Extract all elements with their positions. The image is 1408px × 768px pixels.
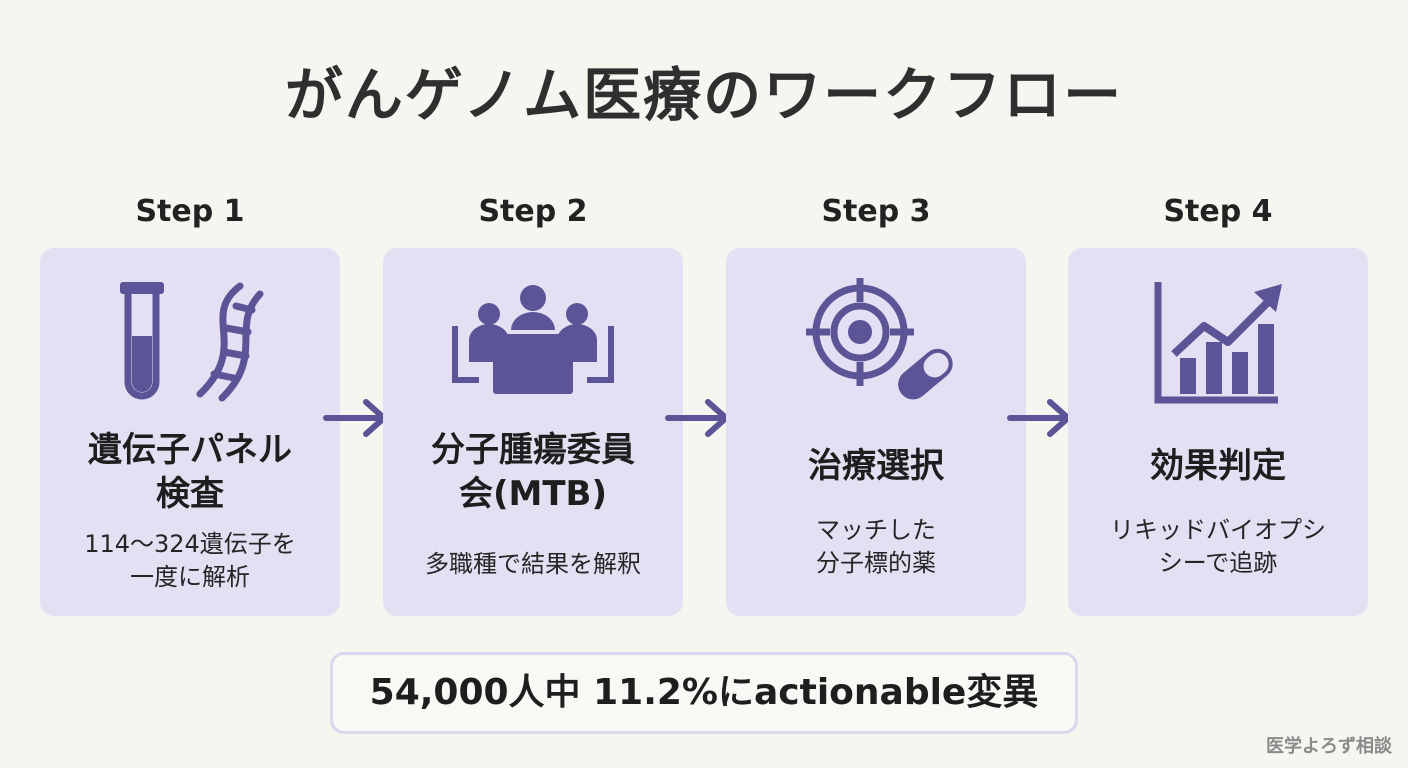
growth-chart-icon xyxy=(1154,282,1282,404)
step-1-card: 遺伝子パネル 検査 114〜324遺伝子を 一度に解析 xyxy=(40,248,340,616)
summary-banner: 54,000人中 11.2%にactionable変異 xyxy=(330,652,1078,734)
step-3-description: マッチした 分子標的薬 xyxy=(816,516,936,577)
step-1-label: Step 1 xyxy=(135,194,245,229)
step-2-description: 多職種で結果を解釈 xyxy=(425,550,641,578)
step-3-heading: 治療選択 xyxy=(808,446,944,486)
step-2-icons xyxy=(433,276,633,406)
arrow-right-icon xyxy=(322,396,392,440)
step-4-heading: 効果判定 xyxy=(1150,446,1286,486)
step-1-description: 114〜324遺伝子を 一度に解析 xyxy=(84,530,296,591)
step-2-heading: 分子腫瘍委員 会(MTB) xyxy=(431,430,635,514)
arrow-right-icon xyxy=(664,396,734,440)
page-title: がんゲノム医療のワークフロー xyxy=(284,61,1124,129)
team-meeting-icon xyxy=(452,285,614,394)
step-1-icons xyxy=(90,276,290,406)
step-3-label: Step 3 xyxy=(821,194,931,229)
brand-watermark: 医学よろず相談 xyxy=(1266,736,1392,757)
dna-icon xyxy=(196,282,264,402)
step-2-label: Step 2 xyxy=(478,194,588,229)
test-tube-icon xyxy=(120,282,164,400)
capsule-icon xyxy=(898,348,953,400)
step-1-heading: 遺伝子パネル 検査 xyxy=(88,430,292,514)
step-4-label: Step 4 xyxy=(1163,194,1273,229)
step-3-card: 治療選択 マッチした 分子標的薬 xyxy=(726,248,1026,616)
step-3-icons xyxy=(776,276,976,406)
step-4-card: 効果判定 リキッドバイオプシ シーで追跡 xyxy=(1068,248,1368,616)
step-2-card: 分子腫瘍委員 会(MTB) 多職種で結果を解釈 xyxy=(383,248,683,616)
step-4-icons xyxy=(1118,276,1318,406)
target-icon xyxy=(806,278,914,386)
arrow-right-icon xyxy=(1006,396,1076,440)
step-4-description: リキッドバイオプシ シーで追跡 xyxy=(1110,516,1326,577)
